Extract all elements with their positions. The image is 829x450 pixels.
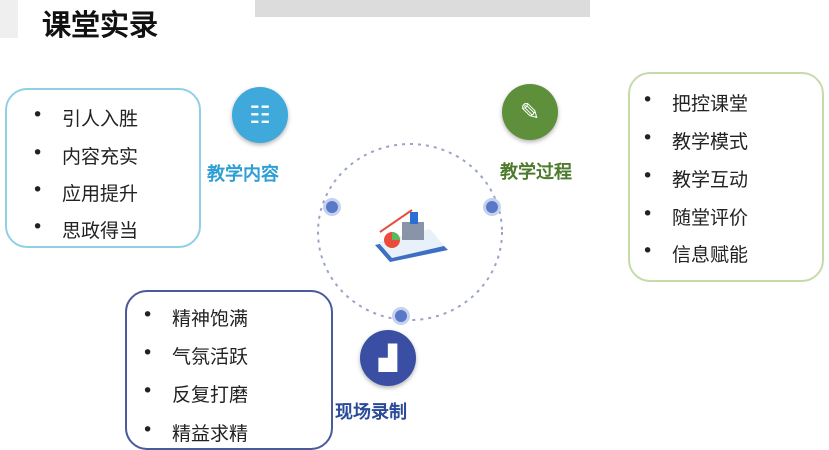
list-item: •内容充实 — [32, 142, 139, 168]
list-item: •应用提升 — [32, 179, 139, 205]
top-notification-bar — [255, 0, 590, 17]
list-item: •把控课堂 — [642, 89, 749, 115]
list-item: •教学模式 — [642, 127, 749, 153]
bar-chart-icon: ▟ — [360, 330, 416, 386]
edit-document-icon: ✎ — [502, 84, 558, 140]
page-title: 课堂实录 — [42, 8, 159, 42]
list-item: •随堂评价 — [642, 203, 749, 229]
content-callout: •引人入胜 •内容充实 •应用提升 •思政得当 — [5, 88, 201, 248]
recording-callout: •精神饱满 •气氛活跃 •反复打磨 •精益求精 — [125, 290, 333, 450]
ring-node-right — [483, 198, 501, 216]
touch-keypad-icon: ☷ — [232, 87, 288, 143]
list-item: •精益求精 — [142, 419, 249, 445]
left-accent-strip — [0, 0, 18, 38]
process-callout: •把控课堂 •教学模式 •教学互动 •随堂评价 •信息赋能 — [628, 72, 824, 282]
content-label: 教学内容 — [207, 164, 279, 185]
list-item: •引人入胜 — [32, 104, 139, 130]
list-item: •教学互动 — [642, 165, 749, 191]
list-item: •反复打磨 — [142, 380, 249, 406]
ring-node-bottom — [392, 307, 410, 325]
ring-node-left — [323, 198, 341, 216]
chart-report-icon — [375, 209, 448, 262]
list-item: •思政得当 — [32, 216, 139, 242]
list-item: •信息赋能 — [642, 240, 749, 266]
process-label: 教学过程 — [500, 162, 572, 183]
list-item: •精神饱满 — [142, 304, 249, 330]
recording-label: 现场录制 — [335, 402, 407, 423]
list-item: •气氛活跃 — [142, 342, 249, 368]
